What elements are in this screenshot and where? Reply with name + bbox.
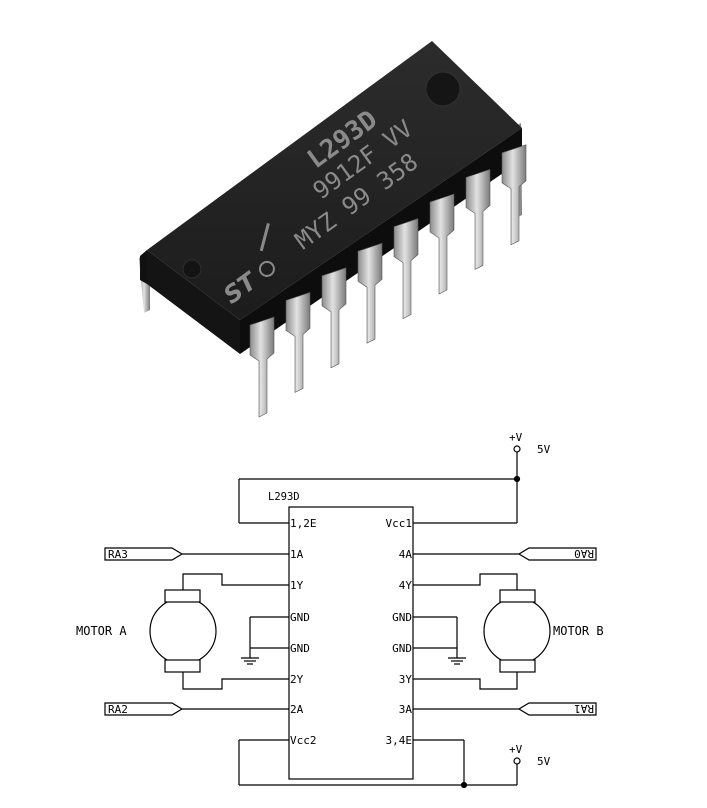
chip-photo: L293D 9912F VV MYZ 99 358 ST [139,41,527,418]
pin-label-right: GND [392,611,412,624]
pin-label-left: GND [290,642,310,655]
motor-b-body [483,597,551,665]
chip-body [140,41,522,354]
supply-bottom-symbol: +V [509,743,523,756]
wire-4y [413,573,518,590]
ground-left [241,616,289,665]
pin-label-left: Vcc2 [290,734,317,747]
wire-1y [182,573,289,590]
wire-2y [182,672,289,690]
input-connector-ra3 [104,547,184,561]
pin-label-left: 2Y [290,673,304,686]
supply-top [238,445,521,524]
pin-label-right: 4A [399,548,413,561]
pin-label-left: 1A [290,548,304,561]
chip-end-face [240,128,522,354]
chip-top-face [147,41,522,320]
chip-front-pins [249,144,527,418]
motor-b [413,573,551,690]
motor-a-brush-bottom [164,659,201,673]
input-label-ra1: RA1 [574,702,594,715]
chip-pin [501,144,527,246]
pin-label-right: 3,4E [386,734,413,747]
supply-top-terminal [513,445,521,453]
chip-pin [429,193,455,295]
pin-label-left: GND [290,611,310,624]
chip-front-face [147,250,240,354]
input-label-ra3: RA3 [108,548,128,561]
motor-b-brush-bottom [499,659,536,673]
pin-label-right: 3Y [399,673,413,686]
chip-left-side [140,250,147,284]
chip-logo-circle [258,260,275,277]
supply-bottom [238,739,521,789]
chip-pin [249,316,275,418]
pin-label-left: 1Y [290,579,304,592]
input-connector-ra2 [104,702,184,716]
chip-pin [357,242,383,344]
pin-label-left: 1,2E [290,517,317,530]
input-connector-ra0 [517,547,597,561]
ic-body [288,506,414,780]
pin-label-right: GND [392,642,412,655]
chip-dimple-small [182,259,202,279]
supply-bottom-value: 5V [537,755,551,768]
motor-b-label: MOTOR B [553,624,604,638]
chip-dimple-large [425,71,461,107]
motor-a-brush-top [164,589,201,603]
input-connector-ra1 [517,702,597,716]
supply-top-value: 5V [537,443,551,456]
pin-label-left: 2A [290,703,304,716]
motor-a-body [149,597,217,665]
ground-right [413,616,466,665]
chip-marking-slash [259,222,270,252]
chip-pin [393,218,419,320]
chip-pin [465,168,491,270]
motor-a-label: MOTOR A [76,624,127,638]
input-label-ra0: RA0 [574,547,594,560]
chip-pin [285,291,311,393]
supply-top-symbol: +V [509,431,523,444]
input-label-ra2: RA2 [108,703,128,716]
motor-b-brush-top [499,589,536,603]
ic-name-label: L293D [268,491,300,503]
motor-a [149,573,289,690]
chip-pin [321,267,347,369]
pin-label-right: Vcc1 [386,517,413,530]
supply-bottom-terminal [513,757,521,765]
pin-label-right: 4Y [399,579,413,592]
pin-label-right: 3A [399,703,413,716]
wire-3y [413,672,518,690]
